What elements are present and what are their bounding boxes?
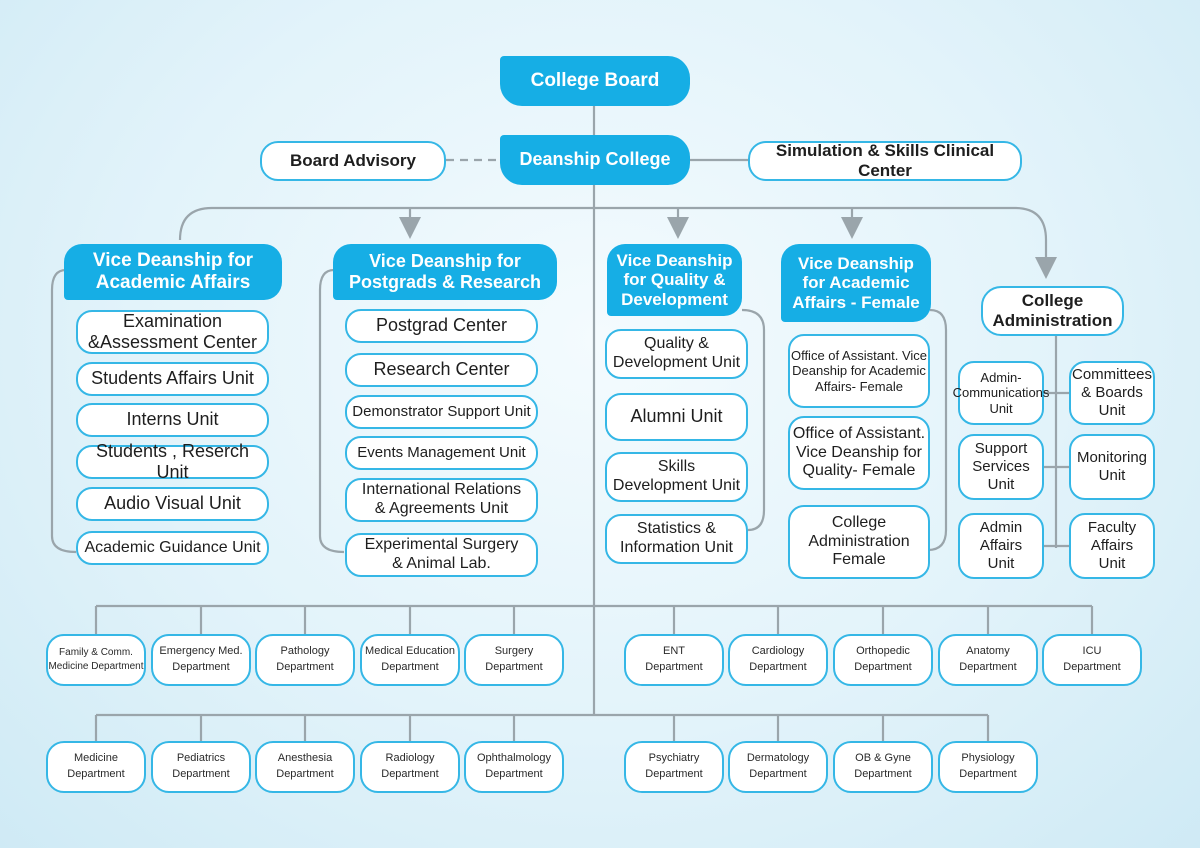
unit-committees-boards: Committees & Boards Unit — [1069, 361, 1155, 425]
unit-office-vice-deanship-quality-female: Office of Assistant. Vice Deanship for Q… — [788, 416, 930, 490]
dept-anatomy: Anatomy Department — [938, 634, 1038, 686]
unit-international-relations: International Relations & Agreements Uni… — [345, 478, 538, 522]
dept-icu: ICU Department — [1042, 634, 1142, 686]
unit-audio-visual: Audio Visual Unit — [76, 487, 269, 521]
vice-deanship-quality-development: Vice Deanship for Quality & Development — [607, 244, 742, 316]
dept-ent: ENT Department — [624, 634, 724, 686]
dept-ophthalmology: Ophthalmology Department — [464, 741, 564, 793]
dept-medicine: Medicine Department — [46, 741, 146, 793]
unit-examination-assessment: Examination &Assessment Center — [76, 310, 269, 354]
dept-radiology: Radiology Department — [360, 741, 460, 793]
unit-interns: Interns Unit — [76, 403, 269, 437]
unit-monitoring: Monitoring Unit — [1069, 434, 1155, 500]
unit-office-vice-deanship-academic-female: Office of Assistant. Vice Deanship for A… — [788, 334, 930, 408]
unit-admin-affairs: Admin Affairs Unit — [958, 513, 1044, 579]
dept-anesthesia: Anesthesia Department — [255, 741, 355, 793]
dept-cardiology: Cardiology Department — [728, 634, 828, 686]
unit-quality-development: Quality & Development Unit — [605, 329, 748, 379]
unit-support-services: Support Services Unit — [958, 434, 1044, 500]
dept-ob-gyne: OB & Gyne Department — [833, 741, 933, 793]
dept-orthopedic: Orthopedic Department — [833, 634, 933, 686]
dept-emergency-medicine: Emergency Med. Department — [151, 634, 251, 686]
vice-deanship-academic-affairs-female: Vice Deanship for Academic Affairs - Fem… — [781, 244, 931, 322]
simulation-skills-center: Simulation & Skills Clinical Center — [748, 141, 1022, 181]
unit-faculty-affairs: Faculty Affairs Unit — [1069, 513, 1155, 579]
unit-events-management: Events Management Unit — [345, 436, 538, 470]
unit-experimental-surgery: Experimental Surgery & Animal Lab. — [345, 533, 538, 577]
vice-deanship-postgrads-research: Vice Deanship for Postgrads & Research — [333, 244, 557, 300]
unit-demonstrator-support: Demonstrator Support Unit — [345, 395, 538, 429]
dept-family-community-medicine: Family & Comm. Medicine Department — [46, 634, 146, 686]
dept-pathology: Pathology Department — [255, 634, 355, 686]
unit-alumni: Alumni Unit — [605, 393, 748, 441]
deanship-college: Deanship College — [500, 135, 690, 185]
dept-medical-education: Medical Education Department — [360, 634, 460, 686]
college-board: College Board — [500, 56, 690, 106]
board-advisory: Board Advisory — [260, 141, 446, 181]
unit-statistics-information: Statistics & Information Unit — [605, 514, 748, 564]
unit-students-affairs: Students Affairs Unit — [76, 362, 269, 396]
unit-skills-development: Skills Development Unit — [605, 452, 748, 502]
unit-research-center: Research Center — [345, 353, 538, 387]
dept-physiology: Physiology Department — [938, 741, 1038, 793]
dept-dermatology: Dermatology Department — [728, 741, 828, 793]
vice-deanship-academic-affairs: Vice Deanship for Academic Affairs — [64, 244, 282, 300]
dept-surgery: Surgery Department — [464, 634, 564, 686]
unit-admin-communications: Admin- Communications Unit — [953, 361, 1049, 425]
unit-postgrad-center: Postgrad Center — [345, 309, 538, 343]
dept-pediatrics: Pediatrics Department — [151, 741, 251, 793]
college-administration: College Administration — [981, 286, 1124, 336]
unit-academic-guidance: Academic Guidance Unit — [76, 531, 269, 565]
unit-students-research: Students , Reserch Unit — [76, 441, 269, 482]
unit-college-administration-female: College Administration Female — [788, 505, 930, 579]
dept-psychiatry: Psychiatry Department — [624, 741, 724, 793]
